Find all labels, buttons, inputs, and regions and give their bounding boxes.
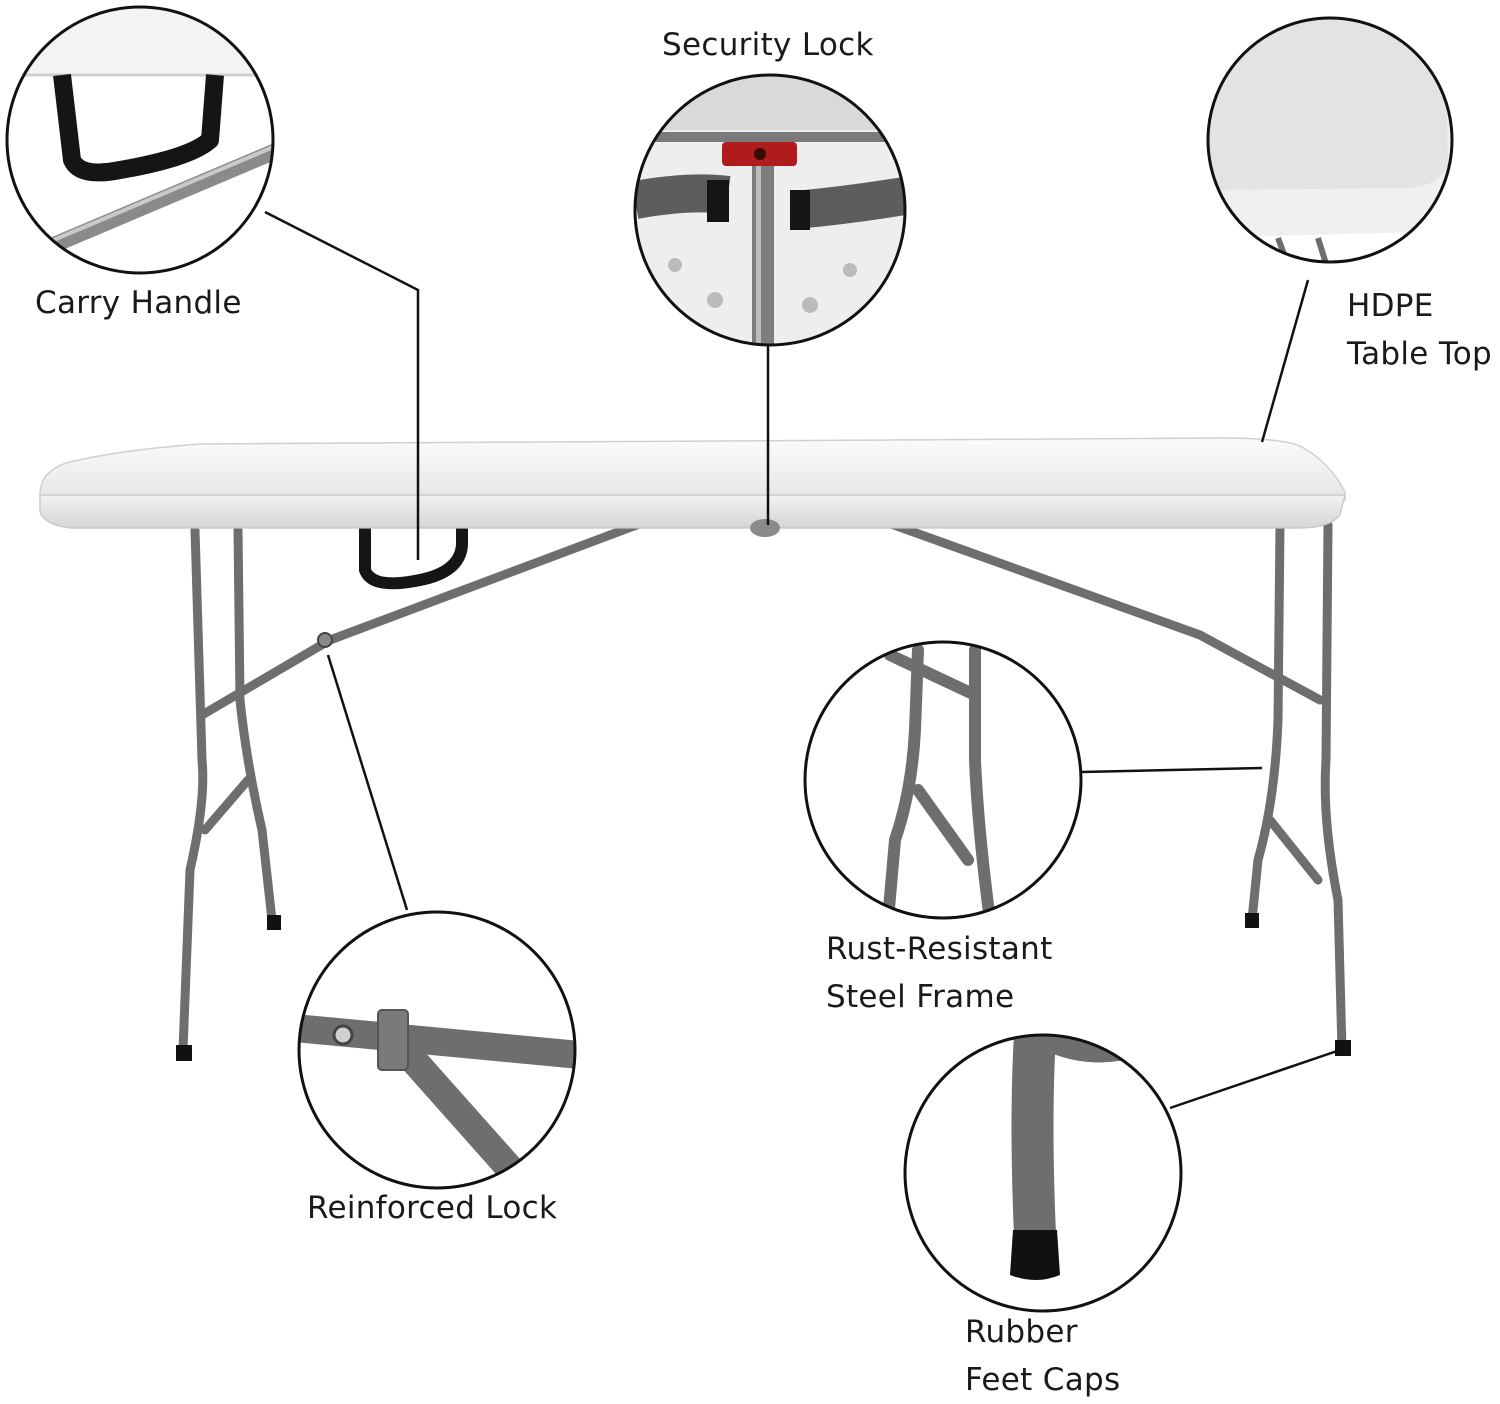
carry-handle-text: Carry Handle	[35, 285, 242, 321]
security-lock-label: Security Lock	[662, 21, 874, 69]
callout-lines	[264, 210, 1341, 1110]
rust-line2: Steel Frame	[826, 979, 1015, 1015]
carry-handle-detail-circle	[5, 5, 275, 275]
security-lock-text: Security Lock	[662, 27, 874, 63]
hdpe-table-top-label: HDPE Table Top	[1347, 282, 1492, 378]
right-rear-foot-cap	[1245, 913, 1259, 928]
left-rear-foot-cap	[267, 915, 281, 930]
left-foot-cap	[176, 1045, 192, 1061]
rubber-line2: Feet Caps	[965, 1362, 1121, 1398]
table-illustration	[39, 437, 1351, 1061]
reinforced-lock-pointer	[326, 654, 409, 911]
carry-handle-label: Carry Handle	[35, 279, 242, 327]
hdpe-table-top-detail-circle	[1206, 16, 1454, 264]
reinforced-lock-joint	[317, 632, 333, 648]
reinforced-lock-detail-circle	[297, 910, 577, 1190]
rubber-feet-caps-detail-circle	[903, 1033, 1183, 1313]
rust-frame-pointer	[1080, 766, 1263, 774]
rust-resistant-frame-label: Rust-Resistant Steel Frame	[826, 925, 1053, 1021]
carry-handle-pointer	[264, 210, 420, 560]
rubber-feet-caps-label: Rubber Feet Caps	[965, 1308, 1120, 1404]
rubber-line1: Rubber	[965, 1314, 1078, 1350]
right-leg-frame	[875, 515, 1347, 1055]
hdpe-pointer	[1260, 279, 1310, 443]
rubber-feet-pointer	[1169, 1048, 1341, 1110]
security-lock-detail-circle	[633, 73, 907, 347]
table-carry-handle	[359, 525, 468, 590]
reinforced-lock-label: Reinforced Lock	[307, 1184, 557, 1232]
hdpe-line1: HDPE	[1347, 288, 1434, 324]
left-leg-frame	[178, 515, 655, 1055]
table-top-edge	[39, 494, 1346, 529]
right-foot-cap	[1335, 1040, 1351, 1056]
rust-resistant-frame-detail-circle	[803, 640, 1083, 920]
hdpe-line2: Table Top	[1347, 336, 1493, 372]
table-top	[39, 437, 1346, 501]
reinforced-lock-text: Reinforced Lock	[307, 1190, 558, 1226]
table-center-lock	[750, 519, 780, 537]
rust-line1: Rust-Resistant	[826, 931, 1053, 967]
